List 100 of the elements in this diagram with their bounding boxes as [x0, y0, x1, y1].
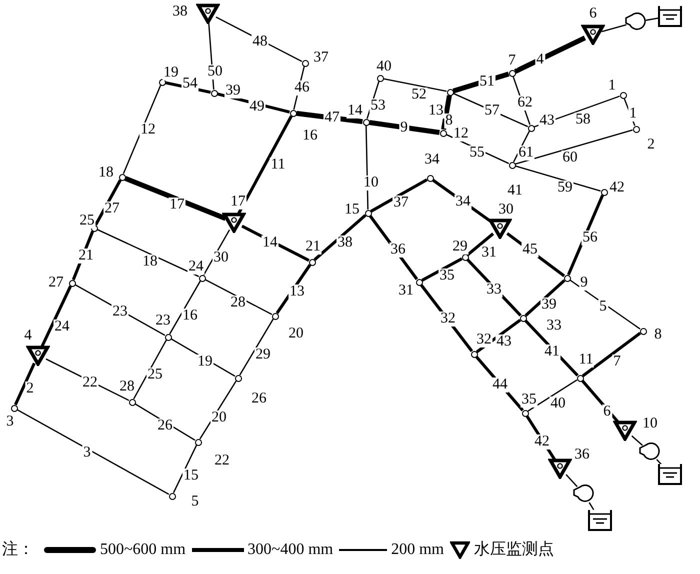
junction-node: [600, 188, 608, 196]
node-number: 13: [428, 104, 444, 118]
pump-symbol: [572, 484, 596, 504]
pipe-line: [199, 380, 237, 440]
monitor-triangle: [196, 2, 220, 24]
junction-node: [198, 274, 206, 282]
note-label: 注：: [2, 542, 34, 558]
pipe-line: [239, 318, 274, 376]
node-number: 19: [162, 66, 180, 80]
pipe-line: [368, 214, 418, 280]
pipe-line: [566, 474, 578, 488]
pipe-line: [514, 36, 586, 74]
junction-node: [508, 162, 516, 168]
water-tank-symbol: [657, 5, 683, 27]
pump-symbol: [624, 12, 648, 32]
pipe-number: 34: [454, 194, 472, 210]
pipe-number: 4: [535, 52, 545, 68]
pipe-line: [475, 356, 524, 412]
monitor-triangle: [613, 420, 637, 440]
junction-node: [168, 492, 176, 500]
pipe-line: [420, 284, 474, 352]
pipe-number: 1: [628, 106, 638, 122]
node-number: 39: [224, 84, 242, 98]
pipe-line: [466, 232, 494, 256]
pipe-number: 53: [370, 98, 386, 114]
monitor-triangle: [488, 218, 512, 238]
junction-node: [522, 410, 528, 416]
pipe-number: 56: [582, 230, 598, 246]
legend-text: 200 mm: [391, 542, 444, 558]
legend-text: 300~400 mm: [248, 542, 334, 558]
pipe-line: [370, 178, 428, 213]
junction-node: [234, 374, 242, 382]
pipe-number: 20: [210, 410, 228, 426]
pipe-line: [476, 318, 522, 354]
junction-node: [470, 350, 478, 358]
node-number: 24: [188, 260, 204, 274]
pipe-number: 62: [516, 96, 534, 110]
junction-node: [632, 126, 640, 132]
pipe-line: [122, 84, 162, 174]
node-number: 7: [507, 54, 517, 68]
pipe-line: [421, 257, 463, 282]
pipe-line: [524, 279, 566, 317]
water-tank-symbol: [587, 509, 613, 531]
pipe-line: [296, 110, 363, 124]
pipe-line: [631, 435, 643, 446]
pipe-number: 45: [522, 242, 538, 258]
junction-node: [290, 110, 296, 116]
pipe-line: [646, 17, 658, 21]
monitor-triangle: [581, 24, 605, 44]
junction-node: [446, 88, 454, 96]
junction-node: [528, 124, 534, 132]
pipe-number: 42: [534, 434, 550, 450]
node-number: 43: [538, 114, 556, 128]
pipe-number: 33: [486, 282, 502, 298]
pipe-line: [452, 92, 528, 128]
pipe-line: [570, 279, 640, 330]
pipe-line: [216, 16, 302, 62]
junction-node: [10, 404, 18, 412]
pipe-line: [94, 179, 122, 226]
node-number: 28: [118, 380, 136, 394]
pipe-line: [169, 280, 201, 334]
pipe-line: [96, 228, 200, 278]
pipe-line: [383, 78, 447, 92]
junction-node: [302, 60, 308, 66]
pipe-line: [466, 258, 522, 317]
pipe-line: [534, 96, 620, 128]
legend-text: 水压监测点: [474, 542, 554, 558]
monitor-triangle: [26, 344, 50, 366]
pipe-number: 46: [294, 80, 310, 96]
pipe-number: 57: [484, 104, 500, 118]
junction-node: [364, 210, 372, 216]
junction-node: [164, 334, 172, 340]
pipe-line: [208, 22, 214, 90]
pipe-line: [452, 72, 510, 94]
junction-node: [194, 438, 202, 446]
pipe-number: 41: [544, 344, 560, 360]
pipe-line: [217, 92, 290, 114]
junction-node: [508, 70, 516, 76]
pipe-line: [314, 214, 366, 261]
pipe-line: [515, 129, 633, 165]
pipe-line: [14, 362, 36, 406]
pipe-line: [124, 176, 227, 221]
node-number: 32: [476, 332, 492, 348]
pipe-number: 10: [362, 176, 380, 190]
junction-node: [440, 130, 446, 136]
junction-node: [68, 280, 76, 286]
pipe-line: [172, 444, 198, 494]
pipe-line: [524, 319, 579, 377]
pipe-line: [241, 224, 310, 262]
pipe-line: [582, 332, 642, 378]
pipe-line: [46, 358, 130, 401]
pipe-number: 12: [140, 122, 156, 138]
junction-node: [640, 328, 646, 334]
pipe-line: [602, 24, 627, 32]
pipe-line: [133, 340, 167, 400]
junction-node: [416, 278, 422, 286]
pipe-line: [203, 229, 230, 276]
pipe-line: [624, 98, 636, 126]
node-number: 21: [304, 240, 322, 254]
monitor-triangle: [222, 212, 246, 232]
